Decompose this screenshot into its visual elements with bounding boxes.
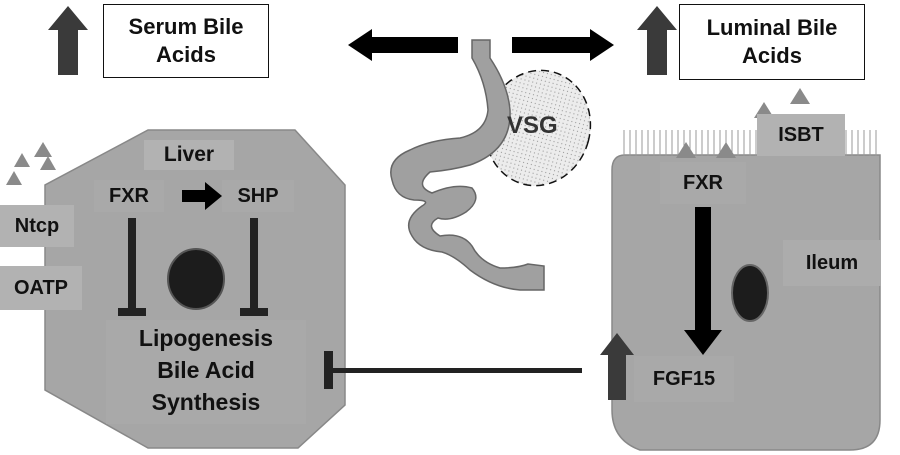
outcome-line3: Synthesis <box>151 389 261 415</box>
serum-title-line2: Acids <box>156 42 216 67</box>
fgf15-label: FGF15 <box>634 356 734 402</box>
serum-increase-arrow <box>48 6 88 75</box>
fgf15-increase-arrow <box>600 333 634 400</box>
shp-inhibit-bar <box>240 308 268 316</box>
bile-acid-triangle <box>6 171 22 185</box>
serum-bile-acids-box: Serum Bile Acids <box>103 4 269 78</box>
fxr-inhibit-line <box>128 218 136 312</box>
oatp-transporter: OATP <box>0 266 82 310</box>
ileum-title: Ileum <box>783 240 881 286</box>
fgf15-inhibit-line <box>332 368 582 373</box>
liver-outcome-label: Lipogenesis Bile Acid Synthesis <box>106 320 306 424</box>
luminal-title-line2: Acids <box>742 43 802 68</box>
bile-acid-triangle <box>716 142 736 158</box>
isbt-transporter: ISBT <box>757 114 845 156</box>
liver-shp-label: SHP <box>222 180 294 212</box>
vsg-label: VSG <box>507 112 558 139</box>
liver-title: Liver <box>144 140 234 170</box>
luminal-bile-acids-box: Luminal Bile Acids <box>679 4 865 80</box>
stomach-outline <box>390 39 545 291</box>
luminal-increase-arrow <box>637 6 677 75</box>
right-arrow <box>512 29 614 61</box>
fxr-to-shp-arrow <box>182 182 222 210</box>
outcome-line1: Lipogenesis <box>138 325 274 351</box>
fxr-to-fgf15-arrow <box>684 207 722 355</box>
fgf15-inhibit-bar <box>324 351 333 389</box>
bile-acid-triangle <box>40 156 56 170</box>
shp-inhibit-line <box>250 218 258 312</box>
ileum-nucleus <box>731 264 769 322</box>
bile-acid-triangle <box>790 88 810 104</box>
serum-title-line1: Serum Bile <box>128 14 244 39</box>
ileum-fxr-label: FXR <box>660 162 746 204</box>
outcome-line2: Bile Acid <box>157 357 255 383</box>
ntcp-transporter: Ntcp <box>0 205 74 247</box>
liver-fxr-label: FXR <box>94 180 164 212</box>
left-arrow <box>348 29 458 61</box>
bile-acid-triangle <box>34 142 52 157</box>
bile-acid-triangle <box>14 153 30 167</box>
bile-acid-triangle <box>676 142 696 158</box>
liver-nucleus <box>167 248 225 310</box>
luminal-title-line1: Luminal Bile <box>706 15 838 40</box>
fxr-inhibit-bar <box>118 308 146 316</box>
